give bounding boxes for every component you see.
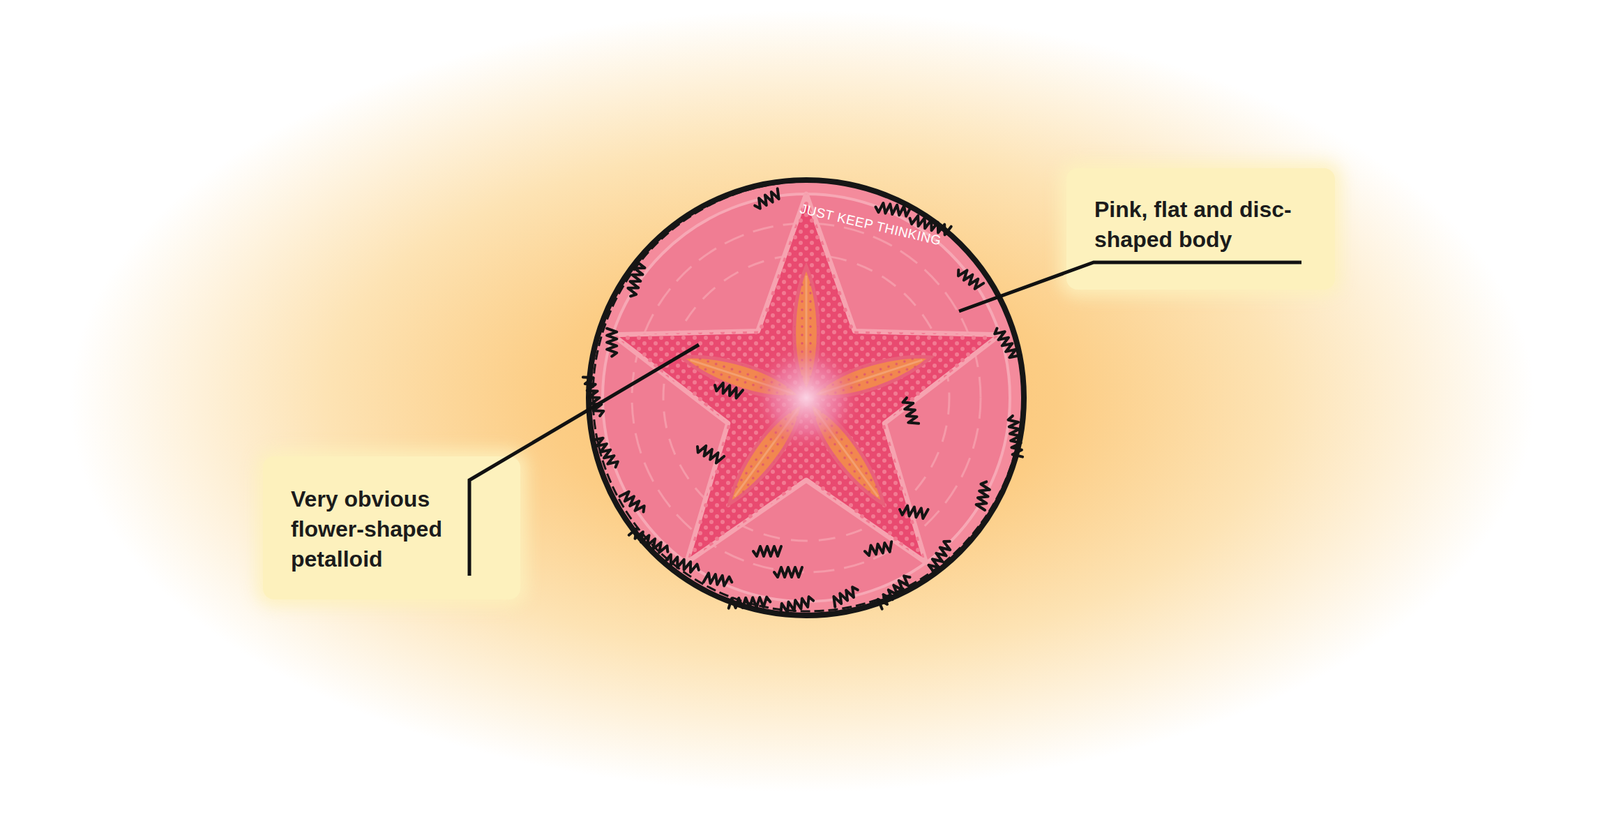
squiggle (620, 491, 645, 512)
squiggle (878, 575, 911, 609)
callout-box: Very obvious flower-shaped petalloid (262, 456, 521, 600)
squiggle (754, 188, 779, 208)
star-texture (612, 193, 1000, 563)
squiggle (928, 541, 950, 574)
squiggle (903, 397, 920, 424)
squiggle (753, 546, 782, 556)
star-arms (612, 193, 1000, 563)
squiggle (876, 202, 912, 217)
squiggle (663, 554, 699, 572)
squiggle (1008, 415, 1024, 457)
callout-text: Pink, flat and disc-shaped body (1094, 194, 1308, 255)
squiggle (976, 481, 990, 510)
squiggle (899, 505, 929, 519)
squiggle (864, 541, 892, 556)
squiggle (958, 269, 984, 289)
squiggle (592, 438, 618, 468)
squiggle (774, 567, 803, 577)
squiggle (833, 586, 858, 607)
squiggle (703, 572, 733, 586)
squiggle (606, 328, 617, 357)
leader-line (469, 344, 699, 576)
callout-text: Very obvious flower-shaped petalloid (290, 484, 459, 575)
leader-line (959, 262, 1302, 312)
squiggle (627, 261, 645, 297)
squiggle (780, 596, 814, 614)
squiggle (728, 597, 771, 609)
squiggle (629, 527, 669, 553)
squiggle (994, 328, 1020, 358)
callout-box: Pink, flat and disc-shaped body (1066, 168, 1335, 290)
squiggle (714, 382, 743, 399)
squiggle (697, 445, 724, 464)
